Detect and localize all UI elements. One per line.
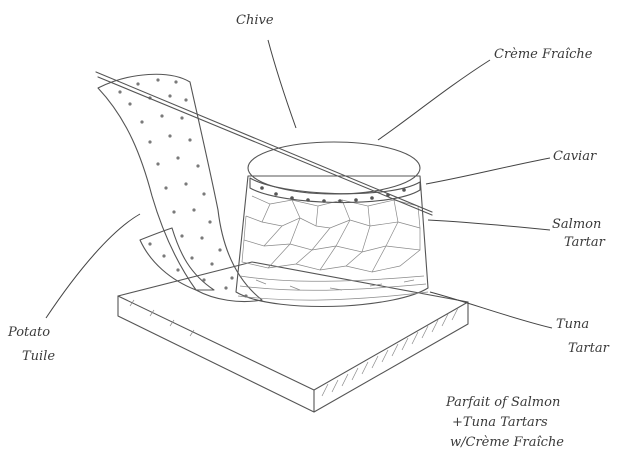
label-tuna-line1: Tuna (556, 317, 589, 332)
tuna-layer-texture (238, 276, 428, 300)
parfait-tower (236, 142, 428, 306)
label-potato-line1: Potato (7, 325, 50, 340)
potato-tuile-leader (46, 214, 140, 318)
tuna-leader (430, 292, 552, 328)
caption-line1: Parfait of Salmon (445, 395, 560, 410)
caption: Parfait of Salmon +Tuna Tartars w/Crème … (445, 395, 564, 450)
label-salmon-line1: Salmon (552, 217, 601, 232)
label-caviar: Caviar (553, 149, 597, 164)
label-tuna-line2: Tartar (568, 341, 610, 356)
caviar-leader (426, 158, 550, 184)
caption-line2: +Tuna Tartars (452, 415, 548, 430)
potato-tuile (98, 74, 262, 301)
label-creme-fraiche: Crème Fraîche (494, 47, 593, 62)
label-chive: Chive (236, 13, 274, 28)
caption-line3: w/Crème Fraîche (450, 435, 564, 450)
chive-leader (268, 40, 296, 128)
label-salmon-line2: Tartar (564, 235, 606, 250)
board-shading (130, 300, 458, 396)
salmon-leader (428, 220, 550, 230)
label-potato-line2: Tuile (22, 349, 55, 364)
creme-fraiche-leader (378, 60, 490, 140)
serving-board (118, 262, 468, 412)
salmon-layer-texture (242, 196, 420, 272)
